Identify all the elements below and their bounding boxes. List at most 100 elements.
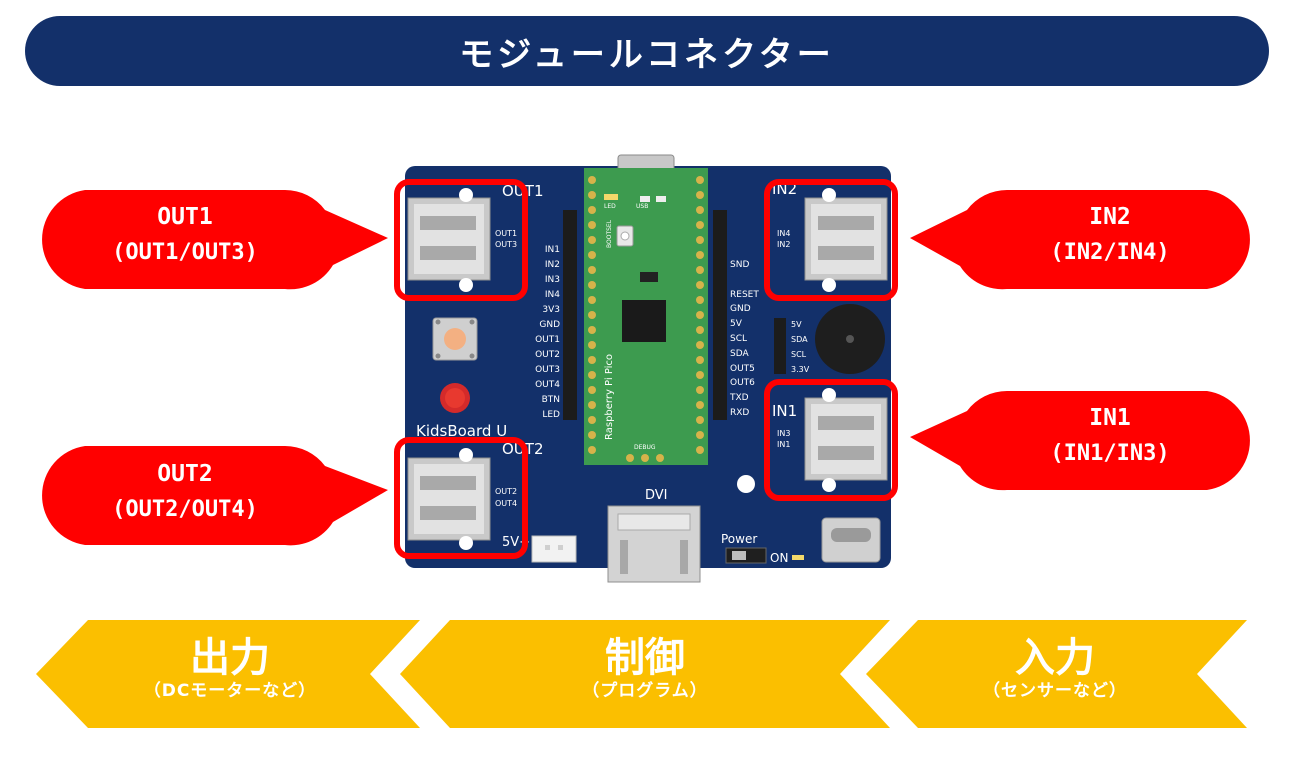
port-out1-pin: OUT3 [495, 240, 517, 249]
pico-debug-pins [626, 454, 664, 462]
i2c-header-pins [774, 318, 786, 374]
left-header-label: OUT3 [535, 365, 560, 375]
callout-in1-shape [910, 391, 1250, 491]
right-header-label: TXD [729, 393, 749, 403]
bootsel-label: BOOTSEL [606, 219, 613, 248]
i2c-header-label: SDA [791, 335, 808, 344]
left-header-label: 3V3 [542, 305, 560, 315]
left-header-label: IN3 [545, 275, 560, 285]
left-header-label: OUT4 [535, 380, 560, 390]
i2c-header-label: 3.3V [791, 365, 810, 374]
right-header-label: GND [730, 304, 751, 314]
port-in1-pin: IN1 [777, 440, 790, 449]
dvi-label: DVI [645, 488, 668, 503]
left-header-labels: IN1 IN2 IN3 IN4 3V3 GND OUT1 OUT2 OUT3 O… [535, 245, 560, 420]
highlight-in1 [764, 379, 898, 501]
left-header-label: IN4 [545, 290, 560, 300]
left-header-label: OUT2 [535, 350, 560, 360]
callout-out1-sub: (OUT1/OUT3) [112, 239, 258, 265]
port-out2-pin: OUT4 [495, 499, 517, 508]
board-name: KidsBoard U [416, 422, 507, 440]
dvi-connector [607, 505, 701, 583]
push-button [432, 317, 478, 361]
callout-in1: IN1 (IN1/IN3) [985, 401, 1235, 471]
callout-out2-title: OUT2 [157, 461, 213, 487]
port-in2 [804, 188, 888, 292]
left-header-pins [563, 210, 577, 420]
left-header-label: OUT1 [535, 335, 560, 345]
flow-output-title: 出力 [190, 635, 270, 681]
flow-control-sub: （プログラム） [582, 681, 708, 701]
right-header-label: SND [730, 260, 749, 270]
highlight-out1 [394, 179, 528, 301]
flow-input-sub: （センサーなど） [983, 681, 1127, 701]
i2c-header-label: 5V [791, 320, 802, 329]
callout-out1-shape [42, 190, 388, 290]
callout-out2-shape [42, 446, 389, 546]
flow-output-sub: （DCモーターなど） [143, 681, 317, 701]
highlight-out2 [394, 437, 528, 559]
callout-out2: OUT2 (OUT2/OUT4) [60, 457, 310, 527]
pico-label: Raspberry Pi Pico [604, 354, 615, 440]
flow-output: 出力 （DCモーターなど） [90, 636, 370, 702]
pico-led-label: LED [604, 203, 616, 210]
port-out2 [407, 448, 491, 550]
callout-out2-sub: (OUT2/OUT4) [112, 496, 258, 522]
port-in1-pin: IN3 [777, 429, 790, 438]
i2c-header-label: SCL [791, 350, 807, 359]
flow-input-shape [866, 620, 1247, 728]
power-switch [725, 547, 767, 564]
left-header-label: LED [542, 410, 560, 420]
port-in1-label: IN1 [772, 402, 797, 420]
flow-output-shape [36, 620, 420, 728]
port-in2-pin: IN2 [777, 240, 790, 249]
power-label: Power [721, 532, 757, 546]
port-out2-pin: OUT2 [495, 487, 517, 496]
callout-out1: OUT1 (OUT1/OUT3) [60, 200, 310, 270]
callout-out1-title: OUT1 [157, 204, 213, 230]
right-header-label: OUT6 [730, 378, 755, 388]
left-header-label: BTN [542, 395, 560, 405]
highlight-in2 [764, 179, 898, 301]
flow-input: 入力 （センサーなど） [920, 636, 1190, 702]
callout-in1-title: IN1 [1089, 405, 1131, 431]
flow-control-title: 制御 [605, 635, 685, 681]
callout-in1-sub: (IN1/IN3) [1050, 440, 1170, 466]
title-banner: モジュールコネクター [25, 16, 1269, 86]
right-header-label: RXD [730, 408, 749, 418]
i2c-header-labels: 5V SDA SCL 3.3V [791, 320, 810, 374]
right-header-pins [713, 210, 727, 420]
right-header-label: RESET [730, 290, 759, 300]
left-header-label: IN2 [545, 260, 560, 270]
usb-c-connector [821, 517, 881, 563]
pico-pins-left [588, 176, 596, 454]
port-out1-pin: OUT1 [495, 229, 517, 238]
right-header-label: OUT5 [730, 364, 755, 374]
callout-in2-shape [910, 190, 1250, 290]
pico-usb-label: USB [636, 203, 648, 210]
callout-in2: IN2 (IN2/IN4) [985, 200, 1235, 270]
red-led [440, 383, 470, 413]
port-in1 [804, 388, 888, 492]
rp2040-chip [622, 300, 666, 342]
right-header-labels: SND RESET GND 5V SCL SDA OUT5 OUT6 TXD R… [729, 260, 759, 418]
flow-control: 制御 （プログラム） [500, 636, 790, 702]
left-header-label: IN1 [545, 245, 560, 255]
jst-connector [531, 535, 577, 563]
port-out1 [407, 188, 491, 292]
left-header-label: GND [539, 320, 560, 330]
right-header-label: 5V [730, 319, 743, 329]
page-title: モジュールコネクター [459, 34, 835, 75]
pico-led [604, 194, 618, 200]
flow-input-title: 入力 [1015, 635, 1095, 681]
pico-pins-right [696, 176, 704, 454]
flow-control-shape [400, 620, 890, 728]
callout-in2-sub: (IN2/IN4) [1050, 239, 1170, 265]
right-header-label: SDA [730, 349, 749, 359]
pico-debug-label: DEBUG [634, 444, 656, 451]
callout-in2-title: IN2 [1089, 204, 1131, 230]
port-in2-pin: IN4 [777, 229, 790, 238]
right-header-label: SCL [730, 334, 747, 344]
